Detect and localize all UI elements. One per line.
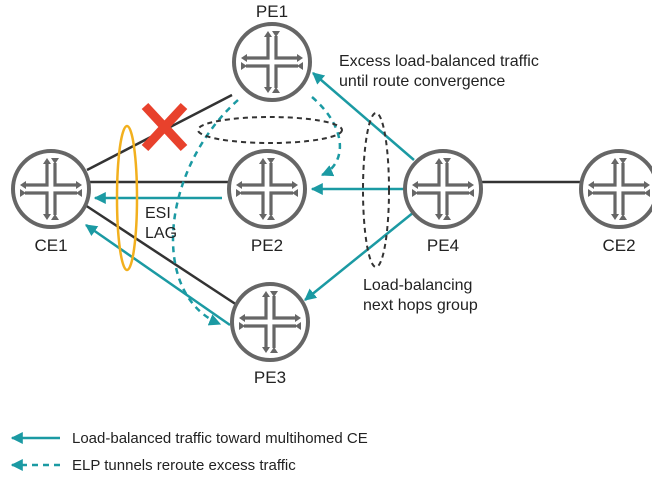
- arrow-pe4-to-pe3: [304, 211, 415, 301]
- link-failure-x-icon: [141, 102, 188, 152]
- pe1-nexthop-ellipse: [197, 116, 343, 144]
- legend-dashed-label: ELP tunnels reroute excess traffic: [72, 457, 296, 474]
- label-ce1: CE1: [34, 236, 67, 255]
- legend-solid-label: Load-balanced traffic toward multihomed …: [72, 430, 368, 447]
- esi-lag-label-line1: ESI: [145, 205, 171, 222]
- esi-lag-label-line2: LAG: [145, 225, 177, 242]
- label-pe3: PE3: [254, 368, 286, 387]
- router-pe3-icon: [230, 282, 310, 362]
- tunnel-pe1-to-pe2: [311, 96, 342, 177]
- label-pe1: PE1: [256, 2, 288, 21]
- esi-lag-ellipse: [115, 124, 139, 272]
- router-pe4-icon: [403, 149, 483, 229]
- router-ce1-icon: [11, 149, 91, 229]
- label-pe4: PE4: [427, 236, 459, 255]
- excess-traffic-label-line2: until route convergence: [339, 73, 505, 90]
- label-ce2: CE2: [602, 236, 635, 255]
- link-ce1-pe3: [84, 203, 238, 307]
- elp-tunnels: [171, 96, 342, 326]
- legend: Load-balanced traffic toward multihomed …: [10, 430, 368, 474]
- excess-traffic-label-line1: Excess load-balanced traffic: [339, 53, 539, 70]
- router-pe2-icon: [227, 149, 307, 229]
- router-ce2-icon: [579, 149, 652, 229]
- router-pe1: [232, 22, 312, 102]
- lb-group-label-line1: Load-balancing: [363, 277, 472, 294]
- arrow-pe4-to-pe1: [312, 72, 415, 161]
- router-pe4: [403, 149, 483, 229]
- router-ce2: [579, 149, 652, 229]
- pe4-nexthop-ellipse: [362, 112, 390, 268]
- router-ce1: [11, 149, 91, 229]
- router-pe2: [227, 149, 307, 229]
- arrow-pe3-to-ce1: [85, 223, 231, 327]
- group-ellipses: [197, 112, 390, 268]
- tunnel-pe1-to-pe3: [171, 99, 239, 326]
- router-pe3: [230, 282, 310, 362]
- label-pe2: PE2: [251, 236, 283, 255]
- lb-group-label-line2: next hops group: [363, 297, 478, 314]
- router-pe1-icon: [232, 22, 312, 102]
